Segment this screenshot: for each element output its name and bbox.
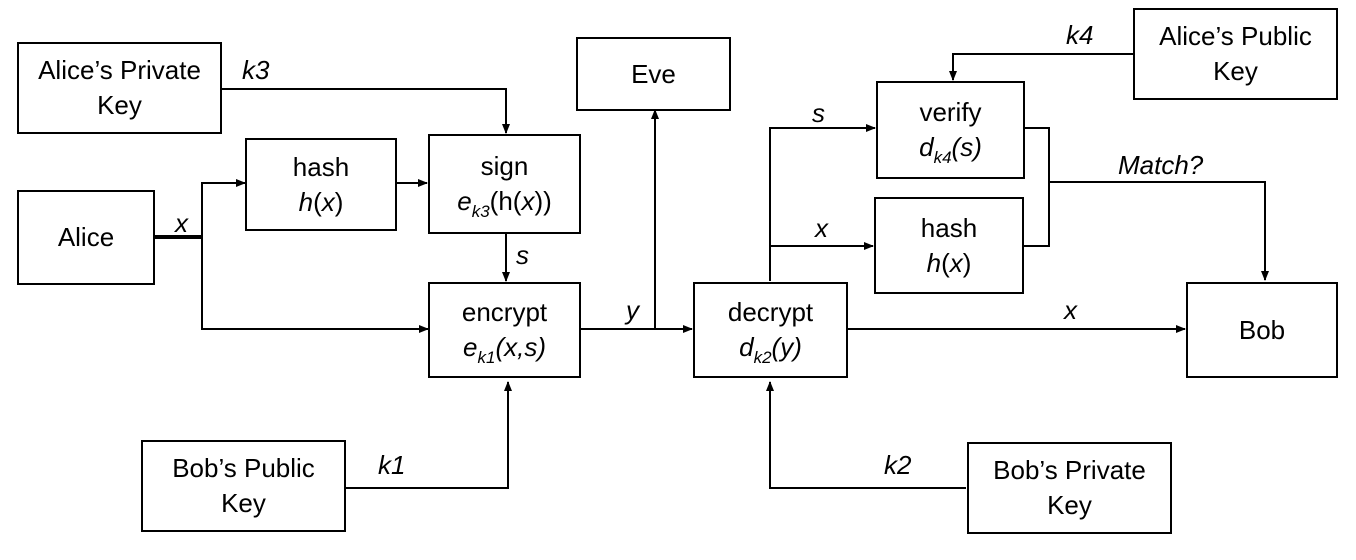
label-s-sign: s	[516, 240, 529, 270]
edge-s-to-verify	[769, 124, 876, 281]
encrypt-box: encrypt ek1(x,s)	[428, 282, 581, 378]
alice-private-key-box: Alice’s Private Key	[17, 42, 222, 134]
hash-function: h(x)	[926, 247, 972, 278]
alice-public-key-box: Alice’s Public Key	[1133, 8, 1338, 100]
sign-box: sign ek3(h(x))	[428, 134, 581, 234]
bob-private-key-line1: Bob’s Private	[993, 455, 1146, 485]
edge-k4	[949, 53, 1133, 81]
bob-private-key-box: Bob’s Private Key	[967, 442, 1172, 534]
hash-function: h(x)	[298, 186, 344, 217]
label-s-verify: s	[812, 98, 825, 128]
verify-function: dk4(s)	[919, 132, 982, 167]
verify-box: verify dk4(s)	[876, 81, 1025, 179]
bob-label: Bob	[1238, 314, 1286, 345]
eve-label: Eve	[631, 58, 676, 89]
edge-k2	[766, 381, 966, 489]
bob-box: Bob	[1186, 282, 1338, 378]
decrypt-title: decrypt	[727, 297, 814, 327]
label-x-alice: x	[175, 208, 188, 238]
hash-title: hash	[292, 151, 350, 182]
edge-k1	[346, 381, 512, 489]
edge-k3	[222, 88, 510, 134]
edge-match	[1049, 181, 1269, 281]
decrypt-box: decrypt dk2(y)	[693, 282, 848, 378]
edge-verify-out	[1023, 127, 1050, 247]
bob-public-key-box: Bob’s Public Key	[141, 440, 346, 532]
label-k4: k4	[1066, 20, 1094, 50]
label-x-bob: x	[1064, 295, 1077, 325]
alice-label: Alice	[57, 222, 115, 252]
edge-x-to-encrypt	[201, 237, 429, 333]
label-x-hash: x	[815, 213, 828, 243]
eve-box: Eve	[576, 37, 731, 111]
label-k3: k3	[242, 55, 270, 85]
bob-public-key-line2: Key	[221, 488, 266, 518]
alice-public-key-line2: Key	[1213, 56, 1258, 86]
sign-function: ek3(h(x))	[457, 186, 552, 221]
hash-box-sender: hash h(x)	[245, 138, 397, 231]
alice-private-key-line2: Key	[97, 90, 142, 120]
bob-private-key-line2: Key	[1047, 490, 1092, 520]
verify-title: verify	[919, 97, 982, 127]
hash-box-receiver: hash h(x)	[874, 197, 1024, 294]
sign-title: sign	[480, 151, 529, 181]
encrypt-title: encrypt	[461, 297, 548, 327]
label-match: Match?	[1118, 150, 1204, 180]
decrypt-function: dk2(y)	[739, 332, 802, 367]
alice-private-key-line1: Alice’s Private	[38, 55, 201, 85]
label-y: y	[626, 295, 639, 325]
edge-x-to-hash	[201, 179, 246, 237]
alice-box: Alice	[17, 190, 155, 285]
alice-public-key-line1: Alice’s Public	[1159, 21, 1312, 51]
label-k1: k1	[378, 450, 406, 480]
encrypt-function: ek1(x,s)	[463, 332, 546, 367]
hash-title: hash	[920, 212, 978, 243]
bob-public-key-line1: Bob’s Public	[172, 453, 315, 483]
label-k2: k2	[884, 450, 912, 480]
